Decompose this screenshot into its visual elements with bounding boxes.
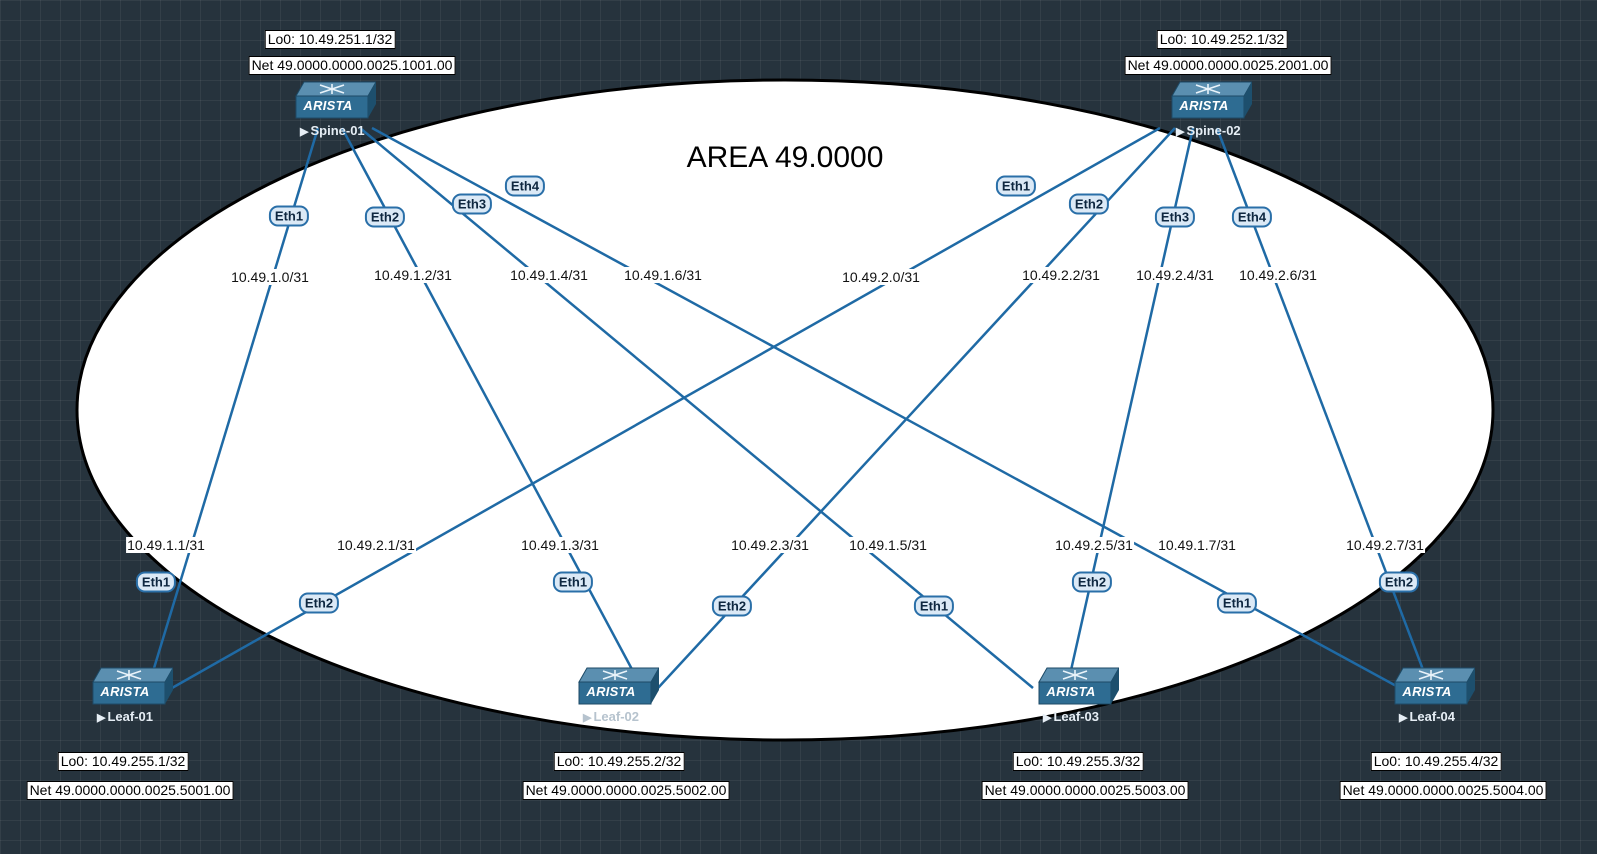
leaf-01-net-label: Net 49.0000.0000.0025.5001.00: [26, 781, 234, 800]
switch-icon: [578, 667, 659, 705]
switch-icon: [295, 81, 376, 119]
spine-02-label: ▶Spine-02: [1176, 123, 1241, 138]
link-7-spine-ip: 10.49.2.4/31: [1135, 267, 1215, 283]
spine-01-eth3-port[interactable]: Eth3: [451, 193, 493, 215]
leaf-02-net-label: Net 49.0000.0000.0025.5002.00: [522, 781, 730, 800]
spine-02-eth1-port[interactable]: Eth1: [995, 175, 1037, 197]
link-8-leaf-ip: 10.49.2.7/31: [1345, 537, 1425, 553]
play-icon: ▶: [300, 126, 309, 138]
leaf-03-lo0-label: Lo0: 10.49.255.3/32: [1012, 752, 1144, 771]
leaf-01-node[interactable]: ARISTA ▶Leaf-01: [89, 664, 173, 726]
leaf-02-eth2-port[interactable]: Eth2: [711, 595, 753, 617]
spine-01-eth4-port[interactable]: Eth4: [504, 175, 546, 197]
area-ellipse: [75, 78, 1495, 742]
play-icon: ▶: [583, 712, 592, 724]
brand-logo: ARISTA: [100, 684, 150, 699]
switch-icon: [1171, 81, 1252, 119]
leaf-01-eth2-port[interactable]: Eth2: [298, 592, 340, 614]
leaf-03-label: ▶Leaf-03: [1043, 709, 1099, 724]
leaf-04-net-label: Net 49.0000.0000.0025.5004.00: [1339, 781, 1547, 800]
link-6-spine-ip: 10.49.2.2/31: [1021, 267, 1101, 283]
play-icon: ▶: [1399, 712, 1408, 724]
leaf-03-net-label: Net 49.0000.0000.0025.5003.00: [981, 781, 1189, 800]
node-name: Leaf-01: [107, 709, 153, 724]
link-4-leaf-ip: 10.49.1.7/31: [1157, 537, 1237, 553]
link-line-3[interactable]: [359, 127, 1034, 689]
link-1-spine-ip: 10.49.1.0/31: [230, 269, 310, 285]
spine-02-eth3-port[interactable]: Eth3: [1154, 206, 1196, 228]
leaf-01-eth1-port[interactable]: Eth1: [135, 571, 177, 593]
link-3-spine-ip: 10.49.1.4/31: [509, 267, 589, 283]
link-4-spine-ip: 10.49.1.6/31: [623, 267, 703, 283]
leaf-04-eth1-port[interactable]: Eth1: [1216, 592, 1258, 614]
leaf-04-eth2-port[interactable]: Eth2: [1378, 571, 1420, 593]
link-1-leaf-ip: 10.49.1.1/31: [126, 537, 206, 553]
spine-02-eth4-port[interactable]: Eth4: [1231, 206, 1273, 228]
leaf-03-eth2-port[interactable]: Eth2: [1071, 571, 1113, 593]
link-6-leaf-ip: 10.49.2.3/31: [730, 537, 810, 553]
play-icon: ▶: [1176, 126, 1185, 138]
brand-logo: ARISTA: [303, 98, 353, 113]
play-icon: ▶: [1043, 712, 1052, 724]
leaf-02-label: ▶Leaf-02: [583, 709, 639, 724]
spine-02-lo0-label: Lo0: 10.49.252.1/32: [1156, 30, 1288, 49]
node-name: Spine-01: [310, 123, 365, 138]
leaf-04-lo0-label: Lo0: 10.49.255.4/32: [1370, 752, 1502, 771]
spine-01-eth1-port[interactable]: Eth1: [268, 205, 310, 227]
switch-icon: [92, 667, 173, 705]
leaf-02-lo0-label: Lo0: 10.49.255.2/32: [553, 752, 685, 771]
link-2-spine-ip: 10.49.1.2/31: [373, 267, 453, 283]
brand-logo: ARISTA: [1402, 684, 1452, 699]
link-3-leaf-ip: 10.49.1.5/31: [848, 537, 928, 553]
brand-logo: ARISTA: [1046, 684, 1096, 699]
link-8-spine-ip: 10.49.2.6/31: [1238, 267, 1318, 283]
play-icon: ▶: [97, 712, 106, 724]
spine-02-node[interactable]: ARISTA ▶Spine-02: [1168, 78, 1252, 140]
leaf-04-label: ▶Leaf-04: [1399, 709, 1455, 724]
link-7-leaf-ip: 10.49.2.5/31: [1054, 537, 1134, 553]
node-name: Spine-02: [1186, 123, 1241, 138]
brand-logo: ARISTA: [586, 684, 636, 699]
leaf-01-label: ▶Leaf-01: [97, 709, 153, 724]
switch-icon: [1394, 667, 1475, 705]
area-title: AREA 49.0000: [686, 141, 884, 174]
switch-icon: [1038, 667, 1119, 705]
leaf-04-node[interactable]: ARISTA ▶Leaf-04: [1391, 664, 1475, 726]
link-5-leaf-ip: 10.49.2.1/31: [336, 537, 416, 553]
spine-02-net-label: Net 49.0000.0000.0025.2001.00: [1124, 56, 1332, 75]
spine-01-node[interactable]: ARISTA ▶Spine-01: [292, 78, 376, 140]
leaf-02-node[interactable]: ARISTA ▶Leaf-02: [575, 664, 659, 726]
spine-01-lo0-label: Lo0: 10.49.251.1/32: [264, 30, 396, 49]
spine-01-eth2-port[interactable]: Eth2: [364, 206, 406, 228]
leaf-03-eth1-port[interactable]: Eth1: [913, 595, 955, 617]
link-5-spine-ip: 10.49.2.0/31: [841, 269, 921, 285]
node-name: Leaf-03: [1053, 709, 1099, 724]
link-line-6[interactable]: [657, 127, 1176, 689]
spine-01-net-label: Net 49.0000.0000.0025.1001.00: [248, 56, 456, 75]
spine-01-label: ▶Spine-01: [300, 123, 365, 138]
leaf-03-node[interactable]: ARISTA ▶Leaf-03: [1035, 664, 1119, 726]
leaf-01-lo0-label: Lo0: 10.49.255.1/32: [57, 752, 189, 771]
brand-logo: ARISTA: [1179, 98, 1229, 113]
link-2-leaf-ip: 10.49.1.3/31: [520, 537, 600, 553]
spine-02-eth2-port[interactable]: Eth2: [1068, 193, 1110, 215]
leaf-02-eth1-port[interactable]: Eth1: [552, 571, 594, 593]
node-name: Leaf-02: [593, 709, 639, 724]
node-name: Leaf-04: [1409, 709, 1455, 724]
